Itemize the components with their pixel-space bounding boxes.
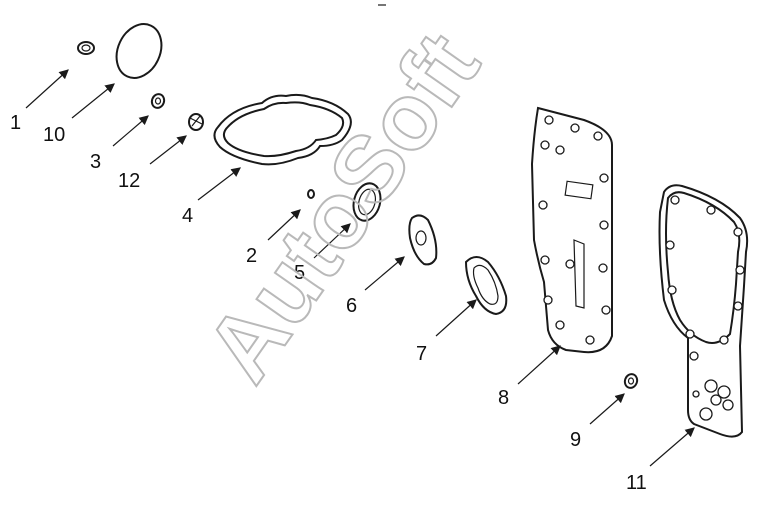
watermark: AutoSoft bbox=[185, 14, 499, 399]
part-8-plate-gasket bbox=[530, 106, 613, 354]
leader-2 bbox=[267, 209, 301, 241]
callout-10: 10 bbox=[43, 124, 65, 146]
callout-6: 6 bbox=[346, 295, 357, 317]
part-6-gasket bbox=[408, 214, 438, 266]
callout-9: 9 bbox=[570, 429, 581, 451]
leader-5 bbox=[313, 223, 351, 259]
leader-4 bbox=[197, 167, 241, 201]
leader-3 bbox=[112, 115, 149, 147]
leader-12 bbox=[149, 135, 187, 165]
part-2-seal bbox=[307, 189, 315, 199]
leader-7 bbox=[435, 299, 477, 337]
callout-4: 4 bbox=[182, 205, 193, 227]
part-4-cover-gasket bbox=[213, 93, 352, 166]
leader-lines bbox=[25, 69, 695, 467]
callout-1: 1 bbox=[10, 112, 21, 134]
leader-10 bbox=[71, 83, 115, 119]
callout-12: 12 bbox=[118, 170, 140, 192]
part-3-seal bbox=[150, 93, 166, 109]
callout-11: 11 bbox=[626, 472, 647, 494]
callout-3: 3 bbox=[90, 151, 101, 173]
part-11-housing-gasket bbox=[658, 184, 749, 438]
leader-9 bbox=[589, 393, 625, 425]
callout-7: 7 bbox=[416, 343, 427, 365]
part-9-seal bbox=[623, 373, 639, 389]
part-10-o-ring bbox=[115, 23, 163, 79]
part-5-seal-ring bbox=[352, 182, 382, 222]
callout-5: 5 bbox=[294, 262, 305, 284]
part-1-washer bbox=[77, 41, 95, 55]
callout-8: 8 bbox=[498, 387, 509, 409]
leader-1 bbox=[25, 69, 69, 109]
part-7-gasket bbox=[464, 256, 508, 316]
callout-labels: 1 10 3 12 4 2 5 6 7 8 9 11 bbox=[10, 112, 647, 494]
callout-2: 2 bbox=[246, 245, 257, 267]
leader-6 bbox=[364, 256, 405, 291]
part-12-plug bbox=[188, 113, 204, 131]
leader-8 bbox=[517, 345, 561, 385]
leader-11 bbox=[649, 427, 695, 467]
